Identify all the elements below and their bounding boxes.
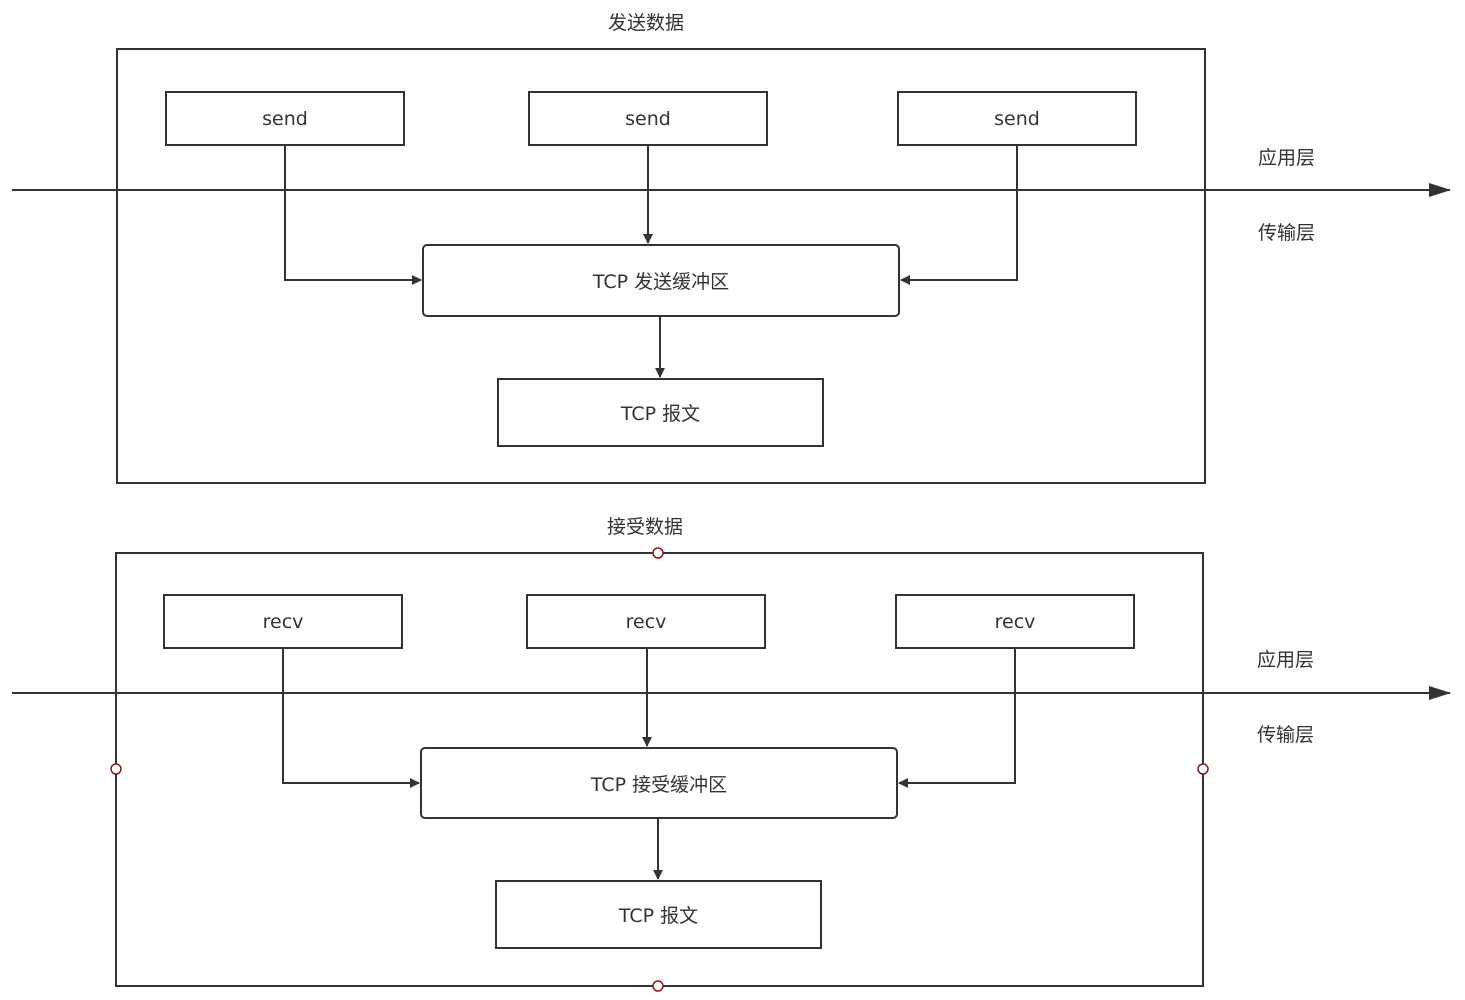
recv-call-label-3: recv bbox=[994, 610, 1036, 633]
send-call-label-1: send bbox=[262, 107, 308, 130]
resize-handle-top[interactable] bbox=[652, 547, 664, 559]
resize-handle-bottom[interactable] bbox=[652, 980, 664, 992]
recv-segment-label: TCP 报文 bbox=[618, 905, 699, 927]
send-call-box-3[interactable] bbox=[897, 91, 1137, 146]
send-connector-left bbox=[284, 145, 422, 285]
recv-panel-title: 接受数据 bbox=[607, 516, 684, 538]
recv-connector-right bbox=[898, 648, 1016, 788]
resize-handle-left[interactable] bbox=[110, 763, 122, 775]
recv-layer-bottom-label: 传输层 bbox=[1257, 724, 1315, 746]
send-layer-top-label: 应用层 bbox=[1258, 147, 1316, 169]
send-panel-frame[interactable] bbox=[116, 48, 1206, 484]
recv-connector-left bbox=[282, 648, 420, 788]
send-segment-box[interactable] bbox=[497, 378, 824, 447]
recv-buffer-label: TCP 接受缓冲区 bbox=[590, 773, 728, 796]
send-segment-label: TCP 报文 bbox=[620, 403, 701, 425]
send-call-box-1[interactable] bbox=[165, 91, 405, 146]
send-panel-title: 发送数据 bbox=[608, 12, 685, 34]
recv-call-box-2[interactable] bbox=[526, 594, 766, 649]
resize-handle-right[interactable] bbox=[1197, 763, 1209, 775]
recv-call-label-2: recv bbox=[625, 610, 667, 633]
recv-call-label-1: recv bbox=[262, 610, 304, 633]
send-layer-bottom-label: 传输层 bbox=[1258, 222, 1316, 244]
recv-call-box-3[interactable] bbox=[895, 594, 1135, 649]
recv-layer-top-label: 应用层 bbox=[1257, 649, 1315, 671]
send-buffer-label: TCP 发送缓冲区 bbox=[592, 271, 730, 293]
send-call-label-3: send bbox=[994, 107, 1040, 130]
recv-segment-box[interactable] bbox=[495, 880, 822, 949]
send-connector-right bbox=[900, 145, 1018, 285]
send-call-label-2: send bbox=[625, 107, 671, 130]
send-call-box-2[interactable] bbox=[528, 91, 768, 146]
recv-call-box-1[interactable] bbox=[163, 594, 403, 649]
